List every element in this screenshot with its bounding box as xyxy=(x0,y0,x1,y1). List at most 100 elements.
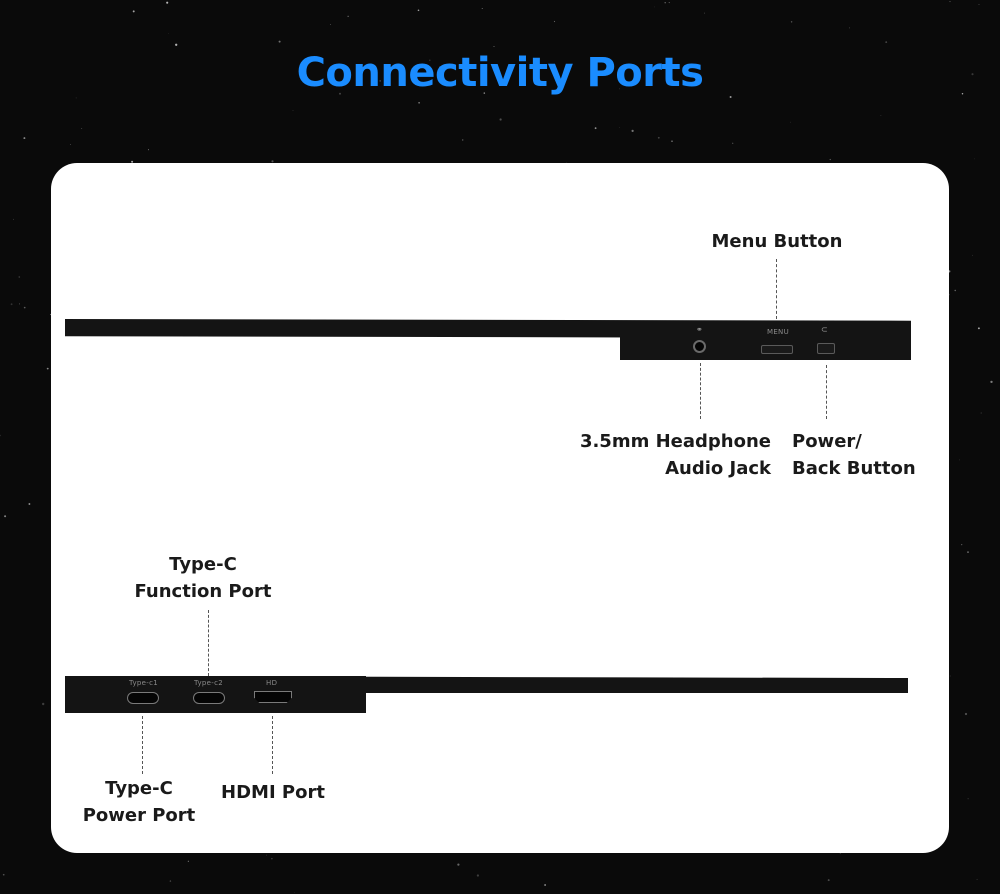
star xyxy=(19,303,21,305)
star xyxy=(18,276,21,278)
typec-function-port xyxy=(193,692,225,704)
star xyxy=(339,92,341,95)
headphone-icon: ⚭ xyxy=(696,325,703,334)
star xyxy=(990,380,993,384)
star xyxy=(971,73,974,76)
star xyxy=(654,6,655,8)
star xyxy=(23,137,26,140)
star xyxy=(967,798,969,800)
star xyxy=(954,289,956,292)
star xyxy=(657,136,660,139)
monitor-top-edge-thick xyxy=(620,323,911,360)
star xyxy=(132,10,135,13)
typec-power-leader xyxy=(142,716,143,774)
headphone-leader xyxy=(700,363,701,419)
star xyxy=(544,884,546,886)
page-title: Connectivity Ports xyxy=(296,50,704,96)
star xyxy=(978,4,980,5)
power-back-button-label: Power/ Back Button xyxy=(792,431,916,479)
star xyxy=(967,551,969,553)
star xyxy=(292,110,294,111)
star xyxy=(553,20,556,23)
star xyxy=(972,254,973,256)
star xyxy=(949,675,951,677)
star xyxy=(790,21,793,23)
star xyxy=(790,121,792,123)
headphone-jack xyxy=(693,340,706,353)
star xyxy=(418,101,420,104)
power-icon: ⊂ xyxy=(821,325,828,334)
star xyxy=(729,96,732,98)
headphone-jack-label: 3.5mm Headphone Audio Jack xyxy=(579,431,771,479)
star xyxy=(81,128,83,130)
star xyxy=(980,412,982,414)
star xyxy=(12,218,14,220)
typec2-marking: Type-c2 xyxy=(194,679,224,687)
star xyxy=(42,702,45,706)
star xyxy=(961,92,964,95)
star xyxy=(829,158,831,161)
hdmi-port-label: HDMI Port xyxy=(221,782,325,803)
star xyxy=(28,503,31,505)
star xyxy=(271,858,273,860)
star xyxy=(619,127,620,128)
star xyxy=(429,59,431,61)
typec-power-port-label: Type-C Power Port xyxy=(82,778,196,826)
star xyxy=(476,874,480,877)
star xyxy=(294,892,295,894)
star xyxy=(266,854,268,856)
star xyxy=(668,2,670,4)
star xyxy=(499,118,502,121)
star xyxy=(457,863,460,866)
star xyxy=(379,80,381,82)
hdmi-port xyxy=(254,691,292,703)
star xyxy=(619,88,620,90)
star xyxy=(885,41,888,43)
star xyxy=(2,873,5,876)
star xyxy=(168,33,170,34)
ports-panel: Menu Button ⚭ MENU ⊂ 3.5mm Headphone Aud… xyxy=(51,163,949,853)
star xyxy=(46,367,49,370)
menu-button xyxy=(761,345,793,354)
star xyxy=(330,24,331,25)
menu-marking: MENU xyxy=(767,328,790,336)
star xyxy=(949,1,951,3)
star xyxy=(169,880,172,882)
star xyxy=(631,129,634,133)
star xyxy=(147,149,150,151)
typec1-marking: Type-c1 xyxy=(129,679,159,687)
star xyxy=(175,43,178,46)
hdmi-leader xyxy=(272,716,273,774)
star xyxy=(483,92,486,94)
star xyxy=(271,160,274,163)
star xyxy=(656,67,659,70)
star xyxy=(70,144,71,145)
menu-button-leader xyxy=(776,259,777,319)
star xyxy=(417,9,420,12)
star xyxy=(131,160,134,163)
star xyxy=(704,12,705,14)
star xyxy=(0,434,1,437)
star xyxy=(278,40,281,43)
star xyxy=(827,879,830,882)
star xyxy=(964,712,968,716)
power-button xyxy=(817,343,835,354)
star xyxy=(347,15,349,17)
monitor-bottom-edge-thin xyxy=(65,676,908,693)
star xyxy=(623,76,625,78)
star xyxy=(461,139,464,141)
star xyxy=(481,7,483,9)
typec-function-port-label: Type-C Function Port xyxy=(134,554,272,602)
star xyxy=(75,97,77,99)
typec-function-leader xyxy=(208,610,209,676)
star xyxy=(732,142,734,144)
star xyxy=(977,327,980,330)
star xyxy=(974,158,976,160)
star xyxy=(961,544,963,546)
star xyxy=(849,27,851,29)
star xyxy=(10,303,13,306)
star xyxy=(959,459,960,461)
menu-button-label: Menu Button xyxy=(711,231,843,252)
star xyxy=(166,1,169,4)
star xyxy=(880,115,882,116)
